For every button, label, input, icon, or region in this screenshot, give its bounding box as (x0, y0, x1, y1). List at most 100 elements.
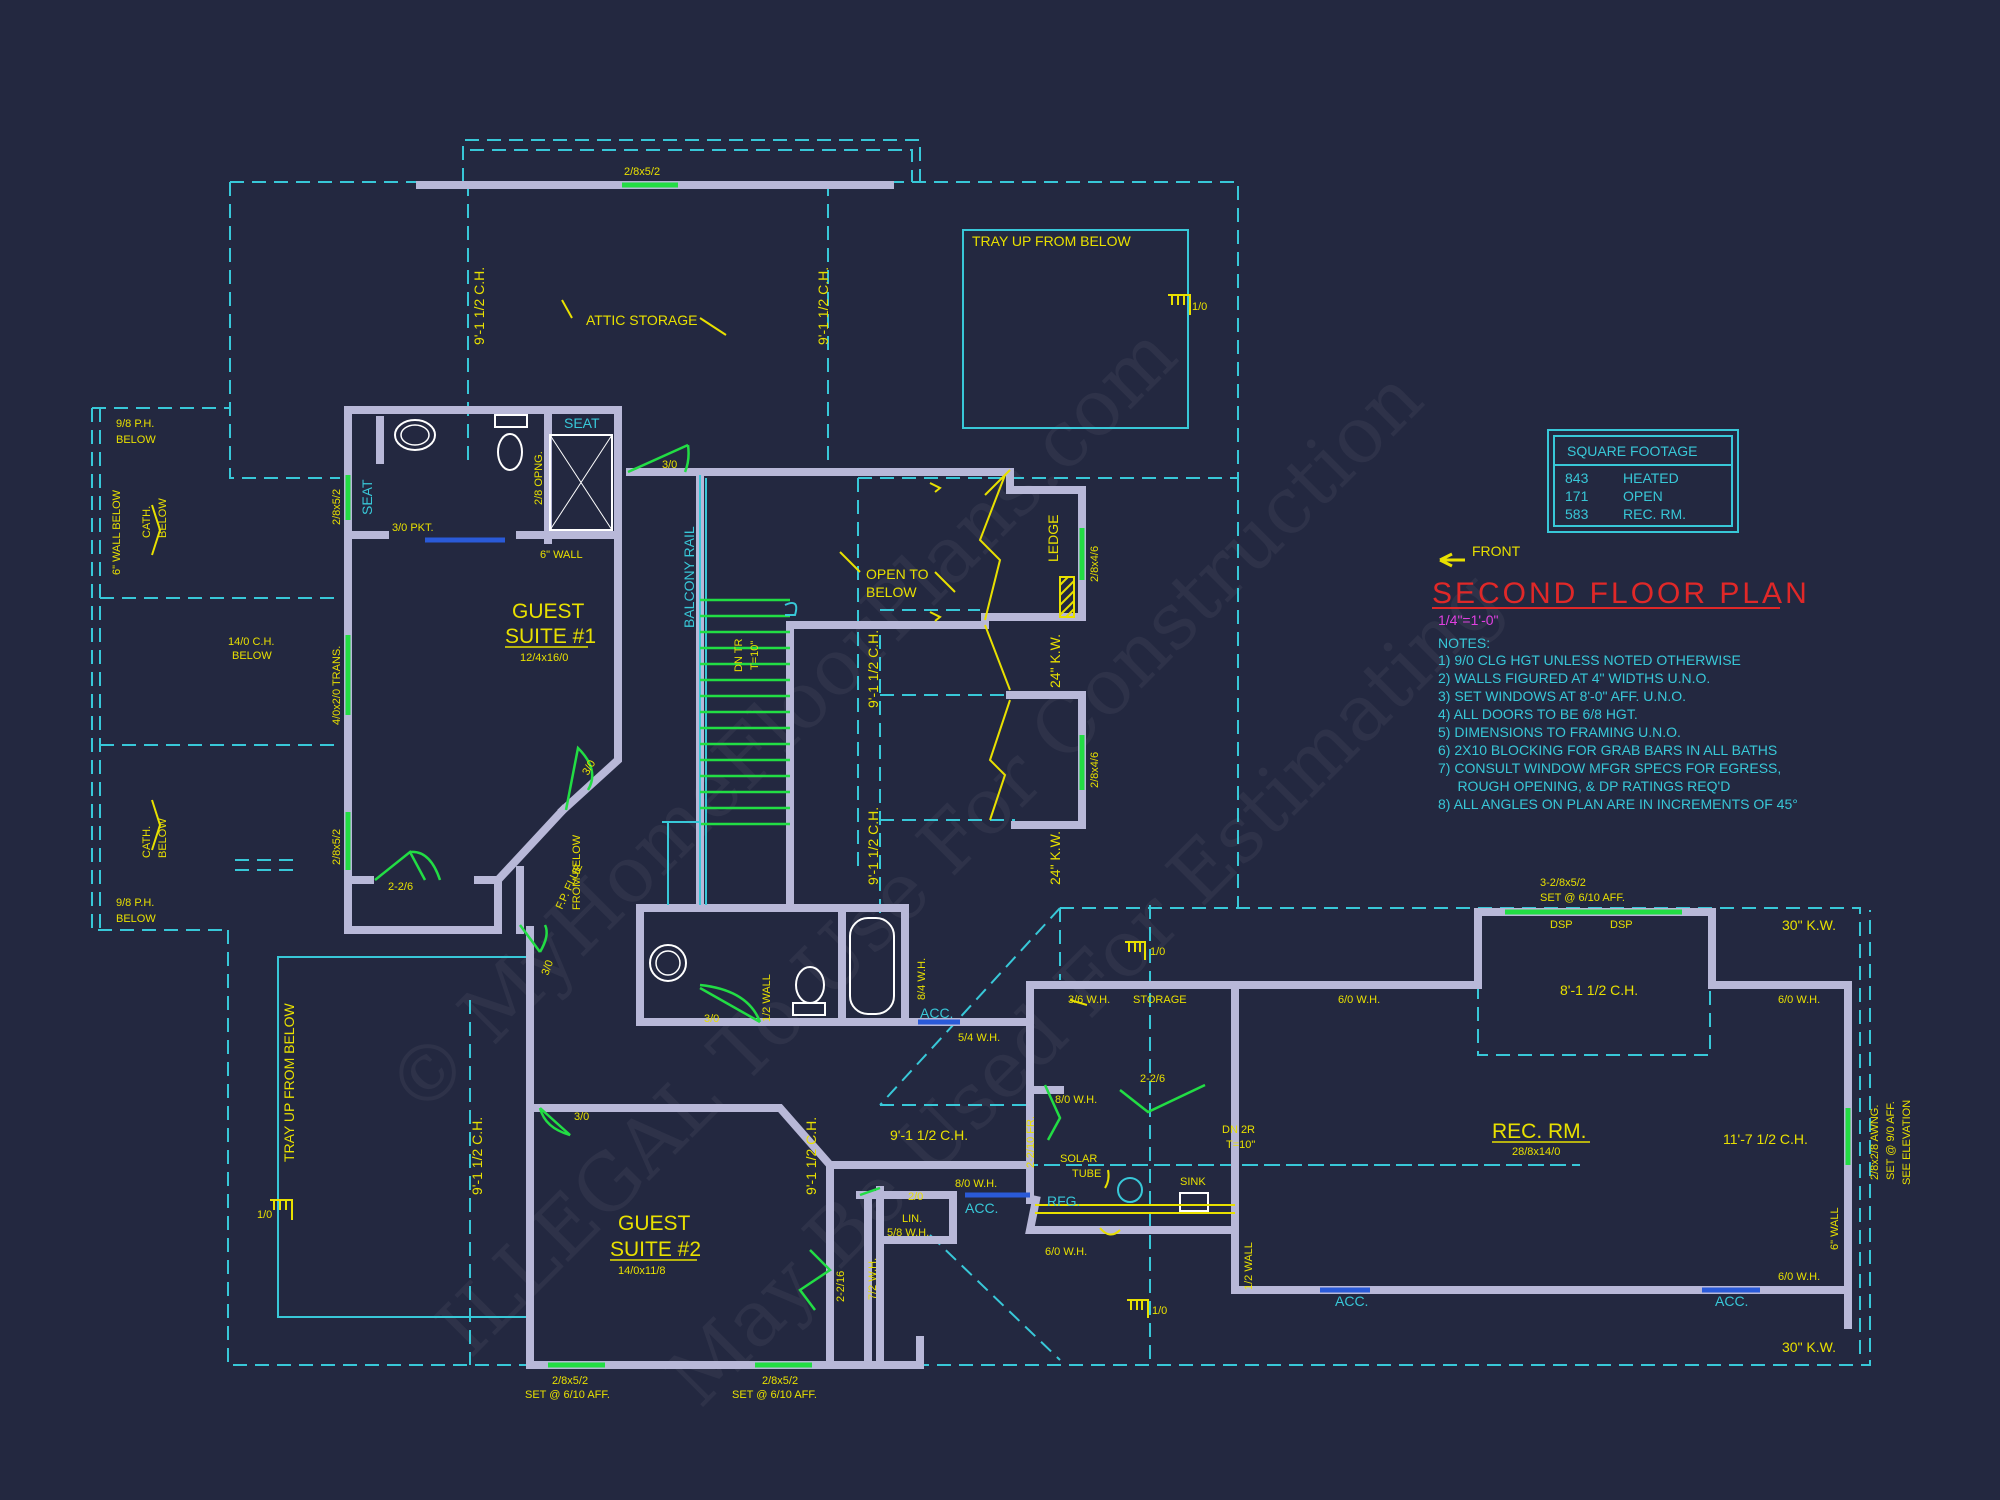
plan-title: SECOND FLOOR PLAN (1432, 577, 1810, 610)
ch-label-rec-top: 8'-1 1/2 C.H. (1560, 982, 1638, 998)
see-elevation-label: SEE ELEVATION (1901, 1100, 1913, 1185)
ledge-hatch (1059, 576, 1075, 618)
door-30-a: 3/0 (662, 459, 677, 471)
kw-30-bottom: 30" K.W. (1782, 1339, 1836, 1355)
guest-suite-2-line1: GUEST (618, 1212, 691, 1235)
kw-30-top: 30" K.W. (1782, 917, 1836, 933)
ph-top-below: BELOW (116, 434, 156, 446)
note-4: 4) ALL DOORS TO BE 6/8 HGT. (1438, 706, 1638, 722)
ch-label-5: 9'-1 1/2 C.H. (469, 1117, 485, 1195)
note-7: 7) CONSULT WINDOW MFGR SPECS FOR EGRESS, (1438, 760, 1781, 776)
door-30-e: 3/0 (574, 1111, 589, 1123)
wh-36-label: 3/6 W.H. (1068, 994, 1110, 1006)
toilet-icon (494, 414, 528, 428)
ch-label-7: 9'-1 1/2 C.H. (890, 1127, 968, 1143)
window-label-g2-1: 2/8x5/2 (552, 1375, 588, 1387)
wh-60-c: 6/0 W.H. (1045, 1246, 1087, 1258)
window-set-g2-2: SET @ 6/10 AFF. (732, 1389, 817, 1401)
wh-72-label: 7/2 W.H. (867, 1258, 879, 1300)
note-1: 1) 9/0 CLG HGT UNLESS NOTED OTHERWISE (1438, 652, 1741, 668)
sink2-icon (649, 944, 687, 982)
window-label-top: 2/8x5/2 (624, 166, 660, 178)
dn-tr-label: DN TR (733, 639, 745, 672)
acc-label-3: ACC. (1335, 1293, 1368, 1309)
awning-label: 2/8x2/8 AWNG. (1869, 1105, 1881, 1180)
ledge-label: LEDGE (1045, 515, 1061, 562)
balcony-rail-label: BALCONY RAIL (681, 526, 697, 628)
ch-label-6: 9'-1 1/2 C.H. (803, 1117, 819, 1195)
note-6: 6) 2X10 BLOCKING FOR GRAB BARS IN ALL BA… (1438, 742, 1777, 758)
trans-label: 4/0x2/0 TRANS. (331, 646, 343, 725)
square-footage-table: SQUARE FOOTAGE 843 HEATED 171 OPEN 583 R… (1547, 429, 1739, 533)
solar-label: SOLAR (1060, 1153, 1097, 1165)
window-label-g2-2: 2/8x5/2 (762, 1375, 798, 1387)
wh-84-label: 8/4 W.H. (916, 958, 928, 1000)
front-arrow-icon (1439, 552, 1465, 568)
sqft-open-value: 171 (1565, 488, 1589, 504)
door-30-c: 3/0 (540, 959, 557, 977)
tray-top-label: TRAY UP FROM BELOW (972, 233, 1131, 249)
room-labels: GUEST SUITE #1 12/4x16/0 GUEST SUITE #2 … (505, 600, 1590, 1277)
note-2: 2) WALLS FIGURED AT 4" WIDTHS U.N.O. (1438, 670, 1710, 686)
pocket-door-label: 3/0 PKT. (392, 522, 434, 534)
ph-bottom-label: 9/8 P.H. (116, 897, 154, 909)
fixtures (394, 414, 1235, 1214)
stair (662, 475, 798, 905)
plan-annotations: ATTIC STORAGE TRAY UP FROM BELOW TRAY UP… (111, 166, 1913, 1401)
slope-label-1: 1/0 (1192, 301, 1207, 313)
bar-sink-icon (1179, 1192, 1209, 1212)
wall-below-label: 6" WALL BELOW (111, 489, 123, 575)
wh-80-a: 8/0 W.H. (1055, 1094, 1097, 1106)
front-label: FRONT (1472, 543, 1521, 559)
tray-left-label: TRAY UP FROM BELOW (281, 1003, 297, 1162)
rec-room-dims: 28/8x14/0 (1512, 1146, 1560, 1158)
rfg-label: RFG. (1047, 1193, 1080, 1209)
sqft-rec-label: REC. RM. (1623, 506, 1686, 522)
plan-title-block: FRONT SECOND FLOOR PLAN 1/4"=1'-0" NOTES… (1432, 543, 1810, 812)
cath-top-below: BELOW (157, 498, 169, 538)
dsp-label-1: DSP (1550, 919, 1573, 931)
wh-80-b: 8/0 W.H. (955, 1178, 997, 1190)
solar-tube-icon (1117, 1177, 1143, 1203)
access-markers (425, 537, 1760, 1293)
window-set-rec: SET @ 6/10 AFF. (1540, 892, 1625, 904)
ch-label-rec: 11'-7 1/2 C.H. (1723, 1131, 1808, 1147)
opening-label: 2/8 OPNG. (533, 451, 545, 505)
sqft-open-label: OPEN (1623, 488, 1663, 504)
cath-bottom-below: BELOW (157, 818, 169, 858)
window-label-e2: 2/8x4/6 (1089, 752, 1101, 788)
linen-label: LIN. (902, 1213, 922, 1225)
ph-top-label: 9/8 P.H. (116, 418, 154, 430)
door-20: 2/0 (908, 1191, 923, 1203)
wall-6-label: 6" WALL (540, 549, 583, 561)
tube-label: TUBE (1072, 1168, 1101, 1180)
door-226-b: 2-2/6 (1140, 1073, 1165, 1085)
guest-suite-2-line2: SUITE #2 (610, 1238, 701, 1261)
wh-60-d: 6/0 W.H. (1778, 1271, 1820, 1283)
sink-icon (394, 419, 436, 451)
ph-bottom-below: BELOW (116, 913, 156, 925)
wh-60-b: 6/0 W.H. (1778, 994, 1820, 1006)
wh-60-a: 6/0 W.H. (1338, 994, 1380, 1006)
slope-markers (270, 294, 1191, 1318)
door-2210-fr: 2-2/10 FR. (1025, 1116, 1037, 1168)
ch-label-2: 9'-1 1/2 C.H. (815, 267, 831, 345)
tray-top-box (962, 229, 1189, 429)
door-226-a: 2-2/6 (388, 881, 413, 893)
half-wall-label-2: 1/2 WALL (1243, 1242, 1255, 1290)
ch-label-3: 9'-1 1/2 C.H. (865, 630, 881, 708)
door-2216: 2-2/16 (835, 1271, 847, 1302)
acc-label-4: ACC. (1715, 1293, 1748, 1309)
note-3: 3) SET WINDOWS AT 8'-0" AFF. U.N.O. (1438, 688, 1686, 704)
plan-scale: 1/4"=1'-0" (1438, 612, 1499, 628)
ch-label-4: 9'-1 1/2 C.H. (865, 807, 881, 885)
tub-icon (849, 917, 895, 1015)
dsp-label-2: DSP (1610, 919, 1633, 931)
guest-suite-1-line1: GUEST (512, 600, 585, 623)
note-7b: ROUGH OPENING, & DP RATINGS REQ'D (1438, 778, 1730, 794)
from-below-label: FROM BELOW (571, 834, 583, 910)
open-below-label: BELOW (866, 584, 917, 600)
ch-14-below: BELOW (232, 650, 272, 662)
rec-room-name: REC. RM. (1492, 1120, 1587, 1143)
